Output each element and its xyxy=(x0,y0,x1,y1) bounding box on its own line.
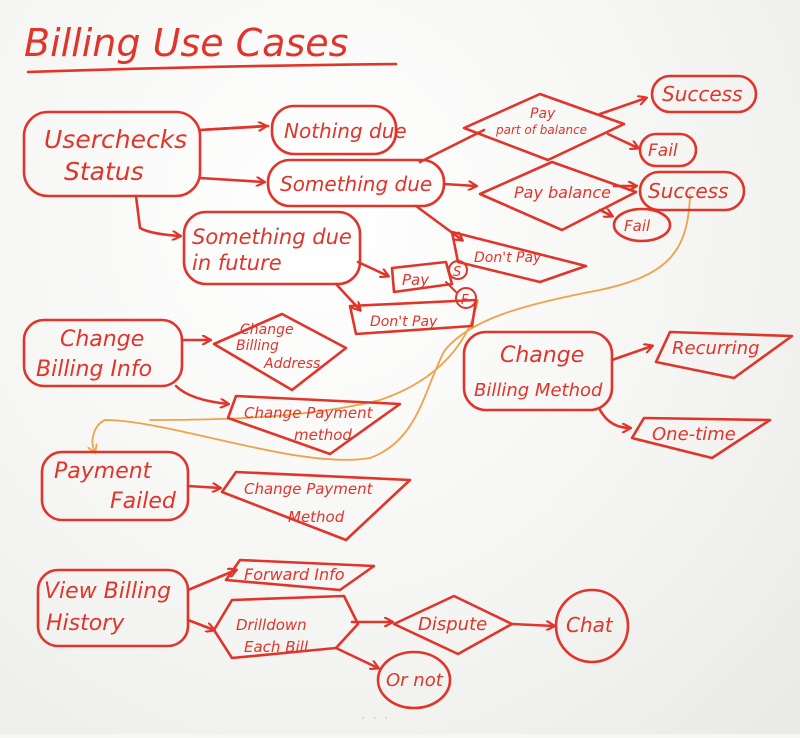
node-something-due-label: Something due xyxy=(280,172,432,196)
node-one-time xyxy=(630,416,772,460)
arrow-status-to-nothing-due-head xyxy=(198,126,266,130)
node-pay-balance xyxy=(478,160,638,232)
node-nothing-due-label: Nothing due xyxy=(284,119,407,143)
node-change-billing-address-line-1: Change xyxy=(240,322,294,338)
node-dispute xyxy=(392,594,514,656)
node-forward-info-label: Forward Info xyxy=(244,565,345,584)
arrow-future-to-pay xyxy=(356,260,388,276)
node-something-due-future-line-1: Something due xyxy=(192,225,352,249)
arrow-due-to-pay-part xyxy=(418,128,486,164)
node-change-billing-address-line-3: Address xyxy=(263,356,320,372)
arrow-pay-balance-to-fail xyxy=(598,210,612,216)
node-fail-1-label: Fail xyxy=(648,141,678,161)
arrow-pay-part-to-success xyxy=(598,98,646,116)
node-or-not-label: Or not xyxy=(386,670,444,691)
node-change-billing-method-line-1: Change xyxy=(500,343,584,368)
node-change-payment-method-1 xyxy=(226,394,402,456)
node-dont-pay-1-label: Don't Pay xyxy=(474,250,542,266)
arrow-future-to-dont-pay-2 xyxy=(334,282,360,310)
title-underline xyxy=(26,62,398,74)
node-nothing-due xyxy=(270,104,398,156)
node-drilldown-line-1: Drilldown xyxy=(236,616,307,634)
arrow-pay-to-f xyxy=(445,281,457,293)
node-user-checks-status-line-1: Userchecks xyxy=(44,125,187,154)
node-view-billing-history-line-1: View Billing xyxy=(44,579,171,604)
arrow-history-to-forward xyxy=(186,570,236,592)
node-pay-future xyxy=(390,260,454,294)
node-pay-balance-label: Pay balance xyxy=(514,183,611,202)
arrow-due-to-pay-balance xyxy=(442,184,476,186)
node-change-payment-method-2-line-2: Method xyxy=(288,508,345,526)
node-change-billing-info-line-1: Change xyxy=(60,327,144,352)
arrow-billing-method-to-recurring xyxy=(610,346,652,362)
node-change-billing-address xyxy=(212,312,348,392)
orange-connector-fail2-to-payment-failed xyxy=(92,194,691,461)
node-payment-failed-line-2: Failed xyxy=(110,489,177,514)
node-drilldown-line-2: Each Bill xyxy=(244,638,309,656)
node-dispute-label: Dispute xyxy=(418,614,487,635)
node-dont-pay-2 xyxy=(348,298,478,336)
arrow-pay-part-to-fail xyxy=(606,132,638,148)
node-dont-pay-2-label: Don't Pay xyxy=(370,314,438,330)
node-s-circle xyxy=(448,260,468,280)
node-success-1 xyxy=(650,74,758,114)
node-fail-2-label: Fail xyxy=(624,217,651,235)
node-change-billing-method xyxy=(462,330,614,412)
node-change-billing-method-line-2: Billing Method xyxy=(474,380,603,401)
node-change-payment-method-1-line-2: method xyxy=(294,426,352,444)
node-change-billing-address-line-2: Billing xyxy=(236,338,279,354)
ghost-text: · · · xyxy=(360,708,389,729)
arrow-status-to-future xyxy=(134,194,180,236)
node-pay-future-label: Pay xyxy=(402,271,430,289)
node-recurring xyxy=(654,330,794,380)
arrow-drilldown-to-or-not xyxy=(334,646,378,668)
node-pay-part-of-balance xyxy=(462,92,626,162)
node-f-circle xyxy=(455,287,477,309)
arrow-payment-failed-to-change-method xyxy=(186,486,220,488)
node-something-due-future xyxy=(182,210,362,286)
arrow-billing-method-to-one-time xyxy=(598,408,630,428)
node-pay-part-line-2: part of balance xyxy=(495,123,587,137)
node-user-checks-status-line-2: Status xyxy=(64,157,144,186)
diagram-title: Billing Use Cases xyxy=(24,21,348,65)
node-change-payment-method-1-line-1: Change Payment xyxy=(244,404,374,422)
node-change-billing-info-line-2: Billing Info xyxy=(36,357,152,382)
node-or-not xyxy=(376,650,452,710)
node-change-billing-info xyxy=(22,318,184,388)
node-one-time-label: One-time xyxy=(652,424,736,445)
node-success-2 xyxy=(638,170,746,212)
node-success-1-label: Success xyxy=(662,82,743,106)
node-chat-label: Chat xyxy=(566,613,614,637)
arrow-dispute-to-chat xyxy=(510,624,554,626)
arrow-status-to-something-due xyxy=(198,178,264,182)
node-view-billing-history-line-2: History xyxy=(46,611,125,636)
node-fail-2 xyxy=(612,207,672,243)
node-change-payment-method-2 xyxy=(220,470,412,542)
node-view-billing-history xyxy=(36,568,190,648)
node-something-due-future-line-2: in future xyxy=(192,251,282,275)
node-s-label: S xyxy=(453,265,461,280)
node-payment-failed-line-1: Payment xyxy=(54,459,153,484)
arrow-history-to-drilldown xyxy=(186,618,214,630)
node-pay-part-line-1: Pay xyxy=(530,106,556,122)
node-success-2-label: Success xyxy=(648,179,729,203)
node-user-checks-status xyxy=(22,110,202,198)
arrow-due-to-dont-pay-1 xyxy=(414,204,462,240)
node-change-payment-method-2-line-1: Change Payment xyxy=(244,480,374,498)
node-dont-pay-1 xyxy=(450,230,588,284)
arrow-billing-info-to-payment-method xyxy=(174,384,228,404)
node-recurring-label: Recurring xyxy=(672,338,760,359)
